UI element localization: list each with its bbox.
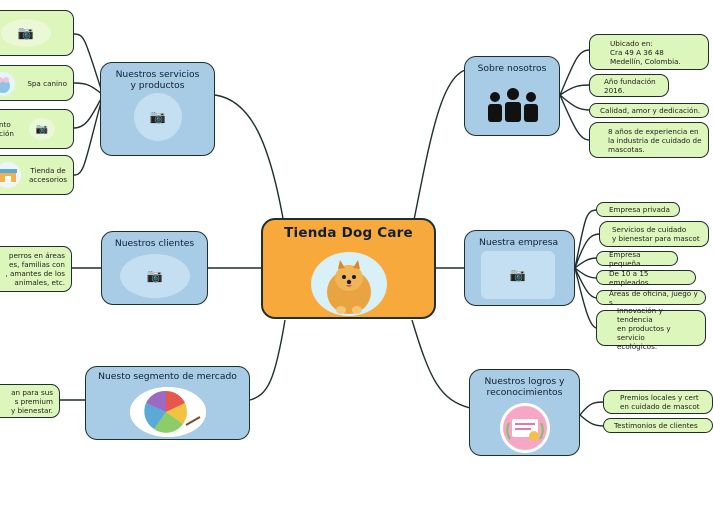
camera-icon: 📷 — [149, 109, 167, 125]
leaf-servicios-cuidado[interactable]: Servicios de cuidado y bienestar para ma… — [599, 221, 709, 247]
leaf-empresa-privada[interactable]: Empresa privada — [596, 202, 680, 217]
topic-clientes[interactable]: Nuestros clientes 📷 — [101, 231, 208, 305]
leaf-tienda-accesorios[interactable]: Tienda de accesorios — [0, 155, 74, 195]
topic-title: Nuestros logros y reconocimientos — [484, 376, 565, 398]
leaf-premios[interactable]: Premios locales y cert en cuidado de mas… — [603, 390, 713, 414]
leaf-text: an para sus s premium y bienestar. — [10, 387, 53, 415]
leaf-text: Spa canino — [27, 78, 67, 88]
camera-icon: 📷 — [35, 123, 49, 135]
leaf-innovacion[interactable]: Innovación y tendencia en productos y se… — [596, 306, 706, 351]
leaf-text: Tienda de accesorios — [29, 166, 67, 184]
leaf-text: Testimonios de clientes — [614, 421, 698, 430]
camera-icon: 📷 — [17, 25, 35, 41]
image-placeholder: 📷 — [29, 118, 55, 140]
topic-title: Nuestros servicios y productos — [115, 69, 200, 91]
team-icon — [485, 87, 541, 127]
camera-icon: 📷 — [146, 268, 164, 284]
leaf-text: Calidad, amor y dedicación. — [600, 106, 701, 115]
leaf-text: Ubicado en: Cra 49 A 36 48 Medellín, Col… — [610, 38, 681, 66]
leaf-text: Áreas de oficina, juego y s — [609, 288, 698, 307]
topic-sobre-nosotros[interactable]: Sobre nosotros — [464, 56, 560, 136]
leaf-text: Empresa pequeña — [609, 249, 641, 268]
spa-icon — [0, 72, 15, 96]
central-title: Tienda Dog Care — [284, 225, 413, 241]
leaf-text: 8 años de experiencia en la industria de… — [608, 126, 702, 154]
award-icon — [500, 403, 550, 453]
dog-photo — [311, 252, 387, 316]
shop-icon — [0, 162, 21, 188]
connector-lines — [60, 33, 605, 427]
topic-title: Nuesto segmento de mercado — [98, 371, 237, 382]
leaf-text: Año fundación 2016. — [604, 76, 656, 95]
leaf-testimonios[interactable]: Testimonios de clientes — [603, 418, 713, 433]
leaf-text: Empresa privada — [609, 205, 670, 214]
topic-logros[interactable]: Nuestros logros y reconocimientos — [469, 369, 580, 456]
central-topic[interactable]: Tienda Dog Care — [261, 218, 436, 319]
leaf-fundacion[interactable]: Año fundación 2016. — [589, 74, 669, 97]
leaf-text: Servicios de cuidado y bienestar para ma… — [612, 225, 700, 243]
image-placeholder: 📷 — [481, 251, 555, 299]
market-segment-chart — [130, 387, 206, 437]
leaf-clientes[interactable]: perros en áreas es, familias con , amant… — [0, 246, 72, 292]
leaf-servicio-imagen[interactable]: 📷 — [0, 10, 74, 56]
topic-nuestra-empresa[interactable]: Nuestra empresa 📷 — [464, 230, 575, 306]
topic-title: Nuestros clientes — [114, 238, 195, 249]
topic-title: Sobre nosotros — [477, 63, 547, 74]
leaf-spa-canino[interactable]: Spa canino — [0, 65, 74, 101]
leaf-calidad[interactable]: Calidad, amor y dedicación. — [589, 103, 709, 118]
leaf-ubicacion[interactable]: Ubicado en: Cra 49 A 36 48 Medellín, Col… — [589, 34, 709, 70]
camera-icon: 📷 — [509, 267, 527, 283]
leaf-text: De 10 a 15 empleados — [609, 268, 649, 287]
leaf-text: Innovación y tendencia en productos y se… — [617, 305, 671, 351]
leaf-text: perros en áreas es, familias con , amant… — [5, 251, 65, 287]
topic-segmento[interactable]: Nuesto segmento de mercado — [85, 366, 250, 440]
leaf-experiencia[interactable]: 8 años de experiencia en la industria de… — [589, 122, 709, 158]
image-placeholder: 📷 — [1, 19, 51, 47]
image-placeholder: 📷 — [120, 254, 190, 298]
topic-servicios[interactable]: Nuestros servicios y productos 📷 — [100, 62, 215, 156]
leaf-text: Premios locales y cert en cuidado de mas… — [620, 393, 700, 411]
image-placeholder: 📷 — [134, 93, 182, 141]
leaf-text: nto ción — [0, 120, 14, 138]
leaf-empleados[interactable]: De 10 a 15 empleados — [596, 268, 696, 287]
leaf-segmento[interactable]: an para sus s premium y bienestar. — [0, 384, 60, 418]
leaf-empresa-pequena[interactable]: Empresa pequeña — [596, 249, 678, 268]
leaf-entrenamiento[interactable]: nto ción 📷 — [0, 109, 74, 149]
topic-title: Nuestra empresa — [479, 237, 559, 248]
leaf-areas[interactable]: Áreas de oficina, juego y s — [596, 288, 706, 307]
